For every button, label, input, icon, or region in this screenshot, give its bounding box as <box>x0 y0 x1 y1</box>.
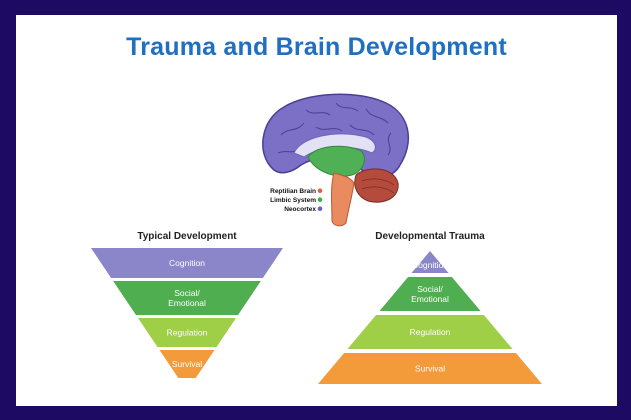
limbic-system-shape <box>307 145 365 177</box>
brain-legend-label: Neocortex <box>284 206 316 213</box>
trauma-level-1 <box>411 251 449 273</box>
typical-pyramid: CognitionSocial/EmotionalRegulationSurvi… <box>91 248 283 378</box>
typical-level-4 <box>159 350 215 378</box>
brain-legend-dot <box>317 197 323 202</box>
trauma-level-label: Social/Emotional <box>411 284 449 304</box>
typical-level-3 <box>137 318 237 347</box>
slide-title: Trauma and Brain Development <box>126 33 507 61</box>
trauma-heading: Developmental Trauma <box>375 231 485 242</box>
trauma-pyramid: CognitionSocial/EmotionalRegulationSurvi… <box>318 251 542 384</box>
cerebellum-shape <box>354 168 399 203</box>
slide: Trauma and Brain Development <box>16 15 617 406</box>
trauma-level-3 <box>347 315 513 349</box>
trauma-level-2 <box>379 277 481 311</box>
typical-level-label: Survival <box>172 359 202 369</box>
brain-legend-dot <box>317 188 323 193</box>
typical-level-label: Regulation <box>167 328 208 338</box>
trauma-level-label: Survival <box>415 364 445 374</box>
brain-illustration <box>262 93 410 227</box>
typical-level-2 <box>113 281 261 315</box>
trauma-level-label: Regulation <box>410 327 451 337</box>
typical-heading: Typical Development <box>137 231 237 242</box>
brain-legend-label: Limbic System <box>270 197 316 204</box>
typical-level-1 <box>91 248 283 278</box>
brain-stem-shape <box>331 172 355 227</box>
trauma-level-label: Cognition <box>412 260 448 270</box>
gyri-lines <box>277 102 392 156</box>
brain-legend-label: Reptilian Brain <box>270 188 316 195</box>
typical-level-label: Cognition <box>169 258 205 268</box>
typical-level-label: Social/Emotional <box>168 288 206 308</box>
brain-legend-dot <box>317 206 323 211</box>
trauma-level-4 <box>318 353 542 384</box>
